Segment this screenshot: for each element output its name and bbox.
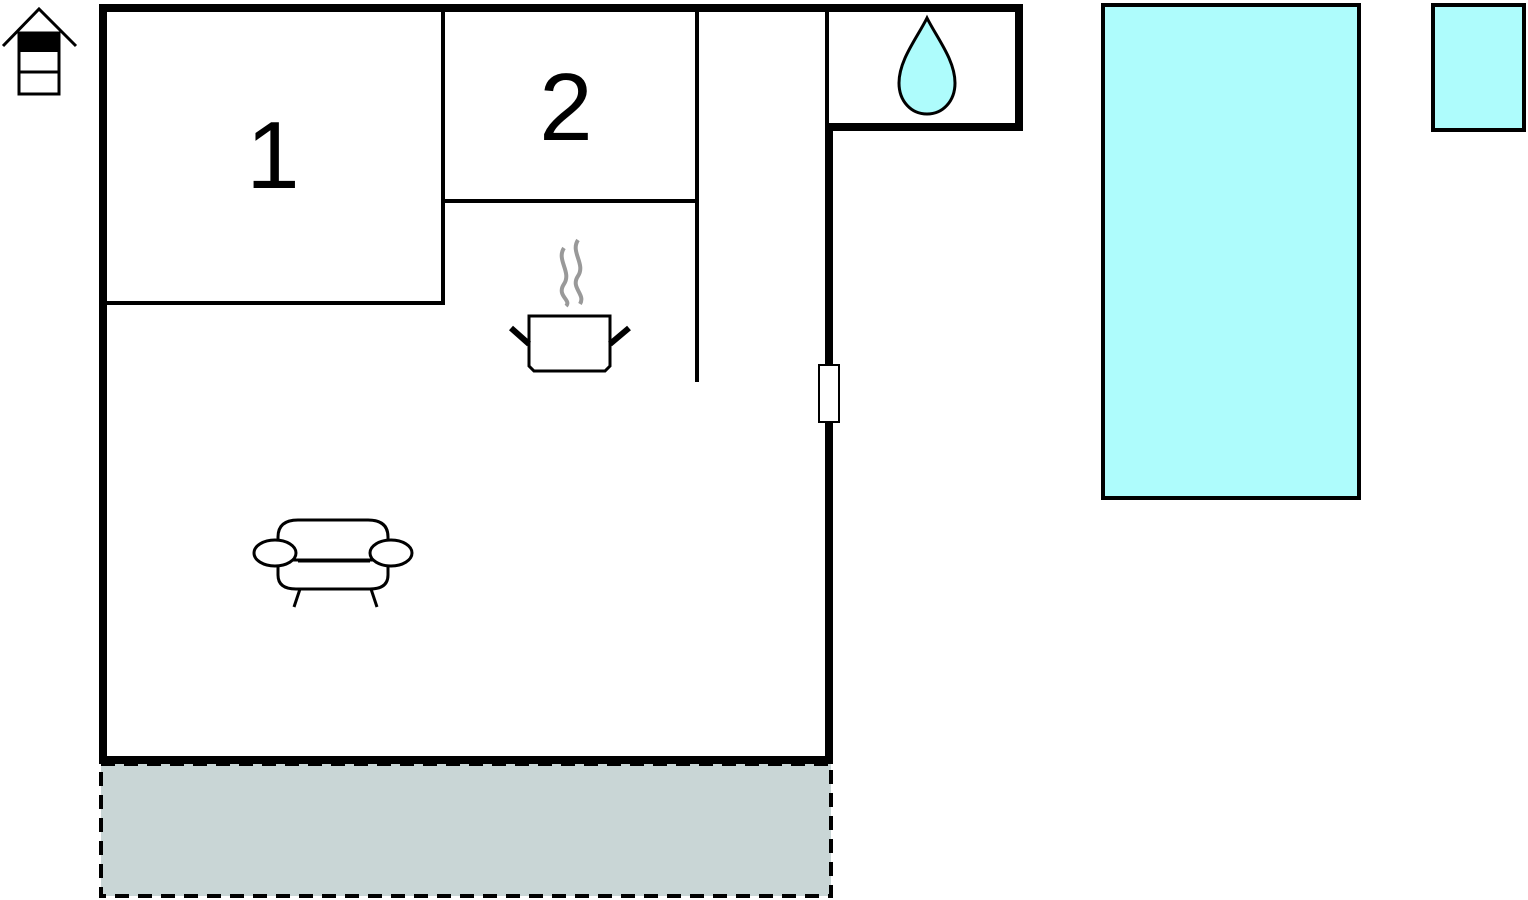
room-label-2: 2 <box>539 54 592 161</box>
outer-walls <box>99 4 1023 764</box>
sofa-icon <box>252 518 414 608</box>
water-drop-icon <box>897 14 957 116</box>
door-icon <box>818 364 840 423</box>
interior-walls <box>103 8 829 382</box>
house-floor-icon <box>1 6 78 96</box>
room-label-1: 1 <box>246 102 299 209</box>
swimming-pool <box>1101 3 1361 500</box>
small-pool <box>1431 3 1526 132</box>
bedroom-1-wall <box>103 8 445 305</box>
cooking-pot-icon <box>509 238 631 373</box>
terrace <box>99 762 833 898</box>
